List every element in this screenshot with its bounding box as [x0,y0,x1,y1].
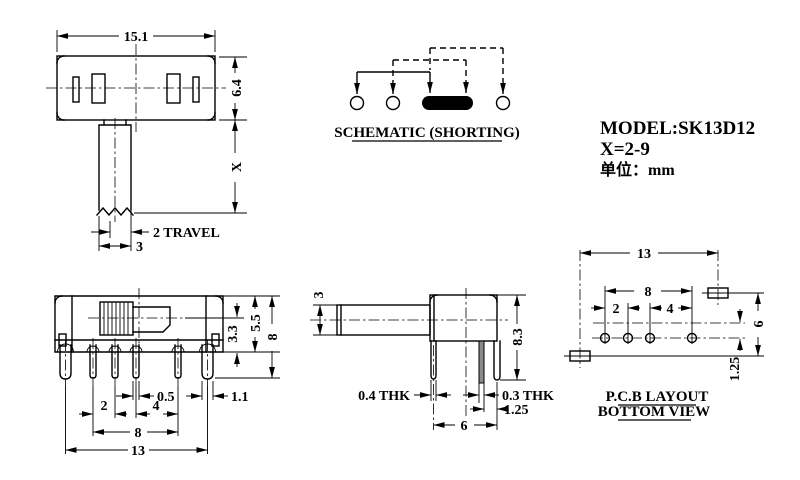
contact-slot [72,76,80,103]
dim-pin-gap-label: 1.25 [504,403,529,418]
corner-marks [54,295,224,304]
front-view: 0.5 1.1 2 4 8 13 3.3 5.5 8 [54,288,281,459]
dim-pcb-pitch-a-label: 2 [613,302,620,317]
contact-slot [192,76,200,103]
break-line [96,206,134,217]
dim-outer-pin-label: 1.1 [231,390,249,405]
dim-knob-height-label: 3.3 [226,325,241,343]
model-number: MODEL:SK13D12 [600,118,755,139]
dim-total-height-label: 8 [266,334,281,341]
pcb-layout-view: 13 8 2 4 6 1.25 P.C.B LAYOUT BOTTOM VIEW [564,247,767,421]
knob-base [132,306,171,333]
shorting-bar [422,96,473,110]
pcb-title-line2: BOTTOM VIEW [598,404,710,420]
schematic-title: SCHEMATIC (SHORTING) [334,125,519,141]
top-view: 15.1 6.4 X 2 TRAVEL 3 [46,30,247,255]
dim-travel-label: 2 TRAVEL [153,226,220,241]
dim-stem-width-label: 3 [136,240,143,255]
title-block: MODEL:SK13D12 X=2-9 单位：mm [600,118,755,179]
dim-thk-right-label: 0.3 THK [502,389,554,404]
x-range: X=2-9 [600,139,650,160]
contact-slot [166,73,181,104]
dim-pcb-total-label: 13 [637,247,651,262]
dim-top-height-label: 6.4 [230,79,245,97]
dim-top-width-label: 15.1 [124,30,149,45]
corner-marks [56,55,216,121]
switch-body-side-outline [429,294,498,342]
contact-slot [91,73,106,104]
dim-pcb-row-gap-label: 6 [752,321,767,328]
terminal-pin-side [478,340,485,384]
bracket-detail [58,333,67,347]
knob-ribs [103,302,129,335]
terminal-circle [385,95,401,111]
dim-body-height-label: 5.5 [249,314,264,332]
bracket-detail [211,333,220,347]
terminal-circle [495,95,511,111]
terminal-circle [349,95,365,111]
dim-span-label: 8 [135,426,142,441]
dim-stem-dia-label: 3 [312,292,327,299]
dim-height-label: 8.3 [511,328,526,346]
slider-knob [99,301,134,336]
dim-stem-length-label: X [230,162,245,172]
corner-marks [429,294,498,303]
dim-pcb-center-offset-label: 1.25 [728,357,743,382]
dim-total-label: 13 [131,444,145,459]
dim-thk-left-label: 0.4 THK [358,389,410,404]
dim-depth-label: 6 [461,419,468,434]
dim-pcb-pitch-b-label: 4 [667,302,674,317]
dim-pin-thk-label: 0.5 [157,390,175,405]
schematic: SCHEMATIC (SHORTING) [334,47,520,142]
dim-pitch-a-label: 2 [101,399,108,414]
units-note: 单位：mm [600,160,675,179]
side-view: 3 8.3 0.4 THK 0.3 THK 1.25 6 [310,288,554,434]
terminal-pin-side [493,340,501,381]
dim-pitch-b-label: 4 [153,399,160,414]
pcb-title-line1: P.C.B LAYOUT [606,389,709,405]
dim-pcb-span-label: 8 [645,285,652,300]
